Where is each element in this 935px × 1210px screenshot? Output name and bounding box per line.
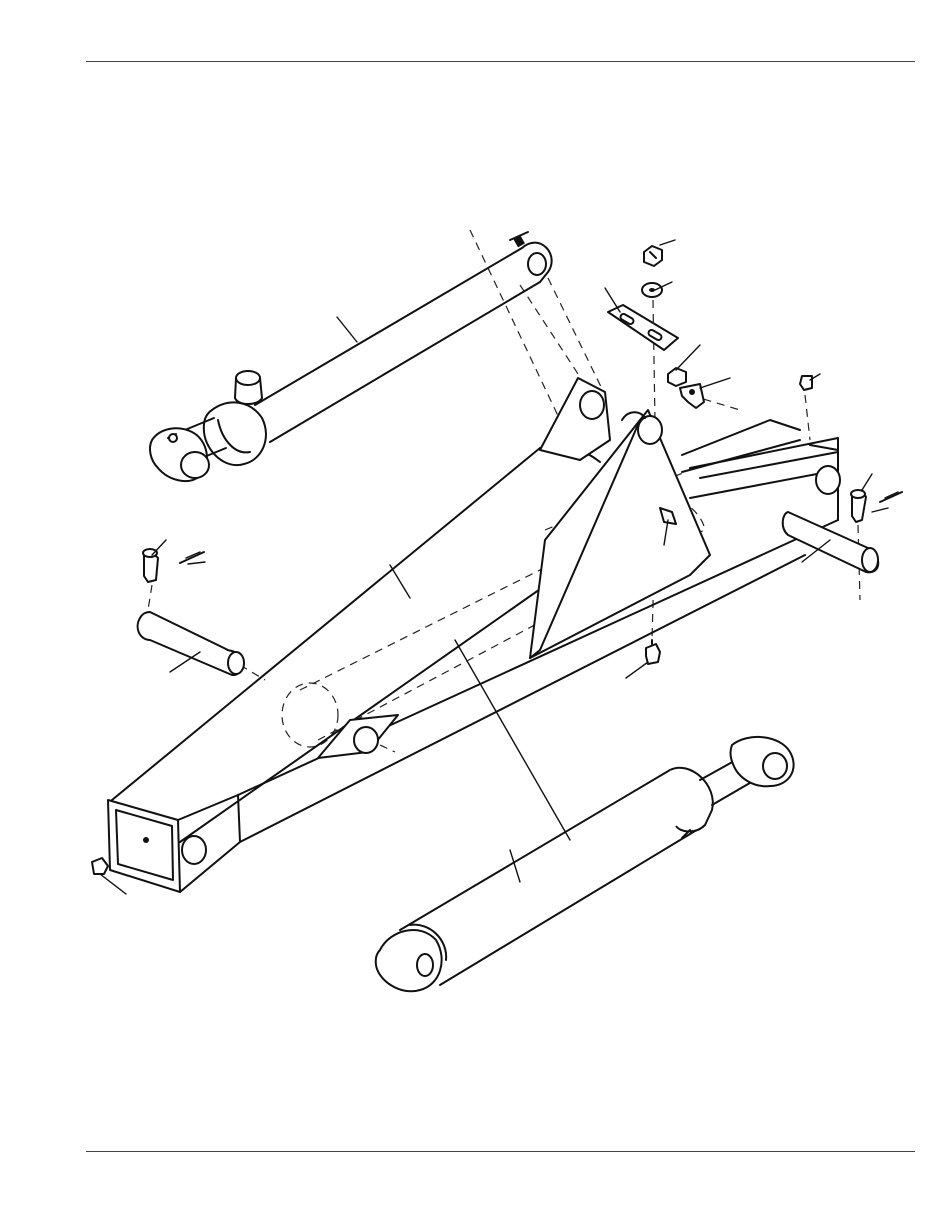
cotter-pin-left	[179, 551, 205, 564]
pivot-pin-left	[136, 611, 245, 676]
clamp	[679, 383, 705, 409]
upper-hydraulic-cylinder	[149, 231, 553, 483]
wear-pad	[317, 714, 399, 759]
lock-nut	[667, 367, 687, 387]
cap-screw	[645, 639, 661, 665]
set-screw	[659, 507, 677, 525]
slotted-plate	[607, 304, 679, 351]
clevis-pin-left	[142, 548, 159, 583]
mounting-bracket	[529, 377, 711, 659]
pivot-pin-right	[781, 511, 880, 574]
footer-rule	[86, 1151, 915, 1152]
grease-fitting-front	[91, 857, 109, 875]
leader-lines	[99, 239, 889, 895]
grease-fitting-top	[799, 375, 813, 391]
clevis-pin-right	[850, 489, 867, 523]
lower-hydraulic-cylinder	[374, 735, 795, 993]
cotter-pin-right	[879, 491, 903, 503]
header-rule	[86, 61, 915, 62]
hex-nut	[643, 245, 663, 267]
washer	[641, 282, 663, 298]
